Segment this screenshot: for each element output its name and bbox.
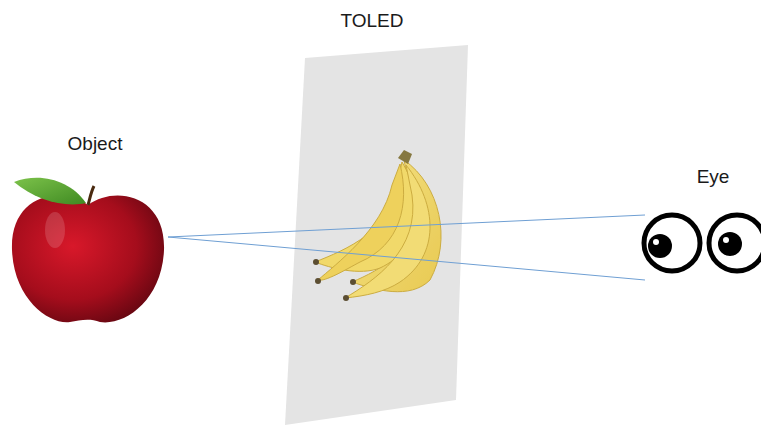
toled-panel — [285, 45, 468, 425]
eyes — [644, 215, 761, 271]
eye-label: Eye — [697, 166, 730, 189]
sight-lines — [168, 215, 645, 280]
apple-image — [12, 178, 164, 323]
panel-label: TOLED — [340, 10, 403, 33]
object-label: Object — [68, 133, 123, 156]
